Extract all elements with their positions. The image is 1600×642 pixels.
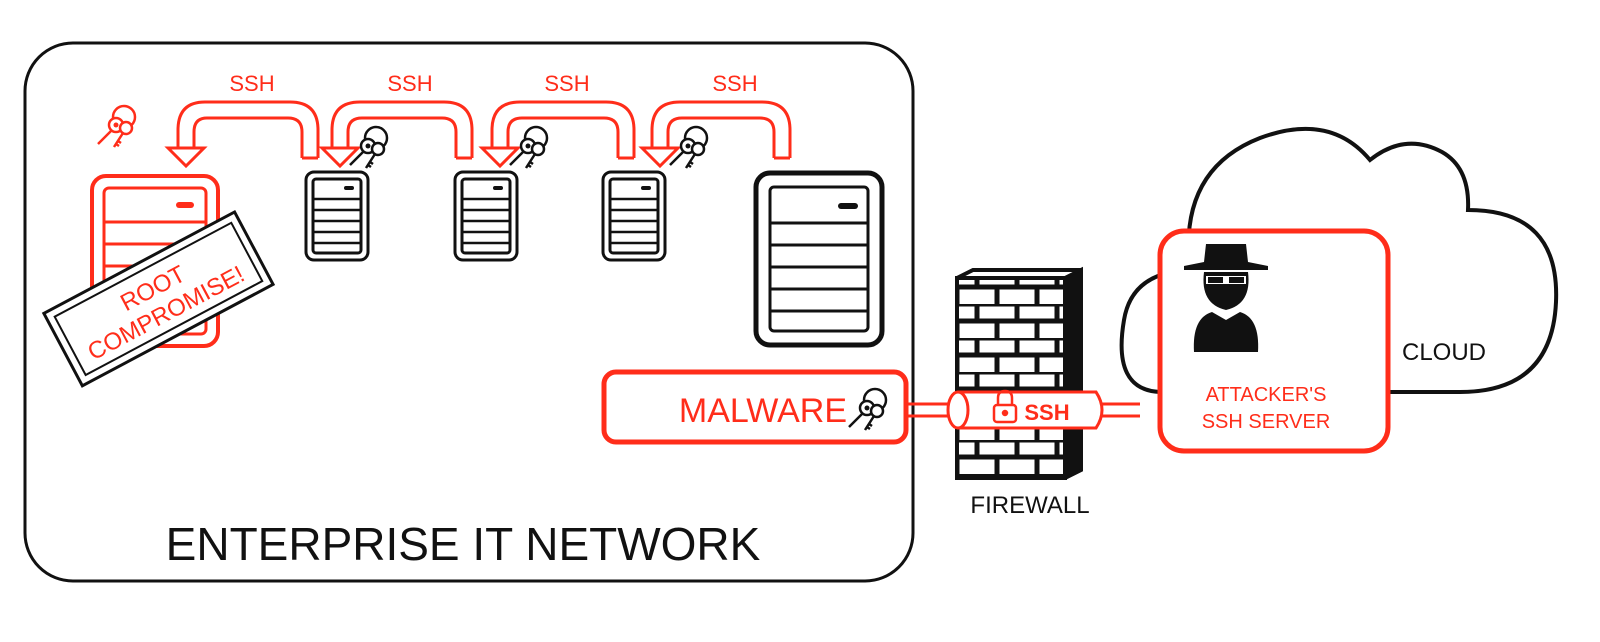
ssh-hop-arrow-3 [478,100,636,169]
malware-box: MALWARE [601,369,909,445]
ssh-hop-label-4: SSH [712,71,757,96]
ssh-hop-arrow-4 [638,100,792,169]
malware-label: MALWARE [679,392,847,430]
attacker-label-line-2: SSH SERVER [1202,411,1331,433]
ssh-tunnel [906,390,1140,430]
ssh-hop-label-1: SSH [229,71,274,96]
cloud-label: CLOUD [1402,339,1486,366]
lock-icon [992,389,1018,424]
firewall-label: FIREWALL [970,492,1089,519]
hacker-icon [1184,244,1268,352]
ssh-hop-arrow-1 [164,100,320,169]
server-icon [304,170,370,262]
enterprise-network-label: ENTERPRISE IT NETWORK [166,518,761,570]
root-keys-icon [96,104,137,149]
server-icon [453,170,519,262]
ssh-hop-label-3: SSH [544,71,589,96]
enterprise-network-boundary [23,41,915,583]
attacker-label-line-1: ATTACKER'S [1206,384,1327,406]
firewall-icon [955,266,1083,480]
origin-server-icon [753,170,885,348]
ssh-hop-arrow-2 [318,100,474,169]
tunnel-label: SSH [1024,400,1069,425]
ssh-hop-label-2: SSH [387,71,432,96]
server-icon [601,170,667,262]
